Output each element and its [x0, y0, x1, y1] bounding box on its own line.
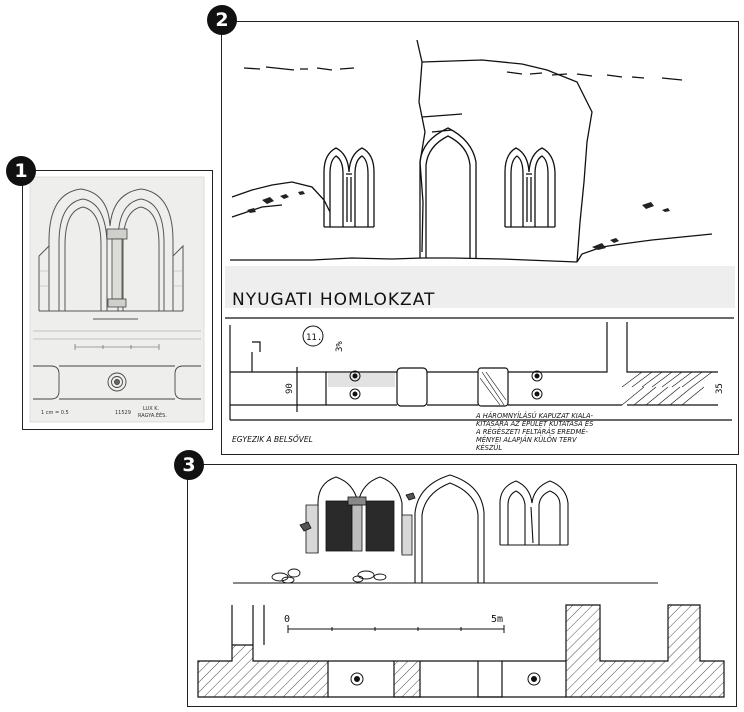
- note-right-line-1: A HÁROMNYÍLÁSÚ KAPUZAT KIALA-: [475, 411, 594, 420]
- stamp-line-1: LUX K.: [143, 406, 159, 412]
- panel-2-sketch: NYUGATI HOMLOKZAT: [225, 39, 735, 452]
- badge-3: 3: [174, 450, 204, 480]
- note-right-line-2: KÍTÁSÁRA AZ ÉPÜLET KUTATÁSA ÉS: [476, 419, 594, 428]
- elevation-heading: NYUGATI HOMLOKZAT: [232, 290, 435, 310]
- panel-2-drawing: NYUGATI HOMLOKZAT: [221, 21, 739, 455]
- note-right-line-5: KÉSZÜL: [476, 443, 502, 452]
- panel-3-sketch: 0 5m: [197, 474, 725, 698]
- dimension-90: 90: [285, 383, 295, 394]
- scale-note-text: 1 cm = 0.5: [41, 410, 69, 416]
- panel-3-drawing: 0 5m: [187, 464, 737, 707]
- scale-start-label: 0: [284, 614, 290, 625]
- inventory-number: 11529: [115, 410, 131, 416]
- stamp-line-2: RAGYA.ÉÉS.: [138, 411, 167, 419]
- section-marker: 11.: [306, 333, 322, 343]
- badge-2: 2: [207, 5, 237, 35]
- scale-end-label: 5m: [491, 614, 503, 625]
- dimension-35: 35: [715, 383, 725, 394]
- badge-1: 1: [6, 156, 36, 186]
- panel-1-sketch: 1 cm = 0.5 11529 LUX K. RAGYA.ÉÉS.: [29, 176, 205, 423]
- note-left: EGYEZIK A BELSŐVEL: [232, 435, 313, 444]
- note-right-line-4: MÉNYEI ALAPJÁN KÜLÖN TERV: [476, 435, 577, 444]
- slope-label: 3%: [335, 341, 345, 352]
- note-right-line-3: A RÉGÉSZETI FELTÁRÁS EREDMÉ-: [475, 427, 588, 436]
- panel-1-drawing: 1 cm = 0.5 11529 LUX K. RAGYA.ÉÉS.: [22, 170, 213, 430]
